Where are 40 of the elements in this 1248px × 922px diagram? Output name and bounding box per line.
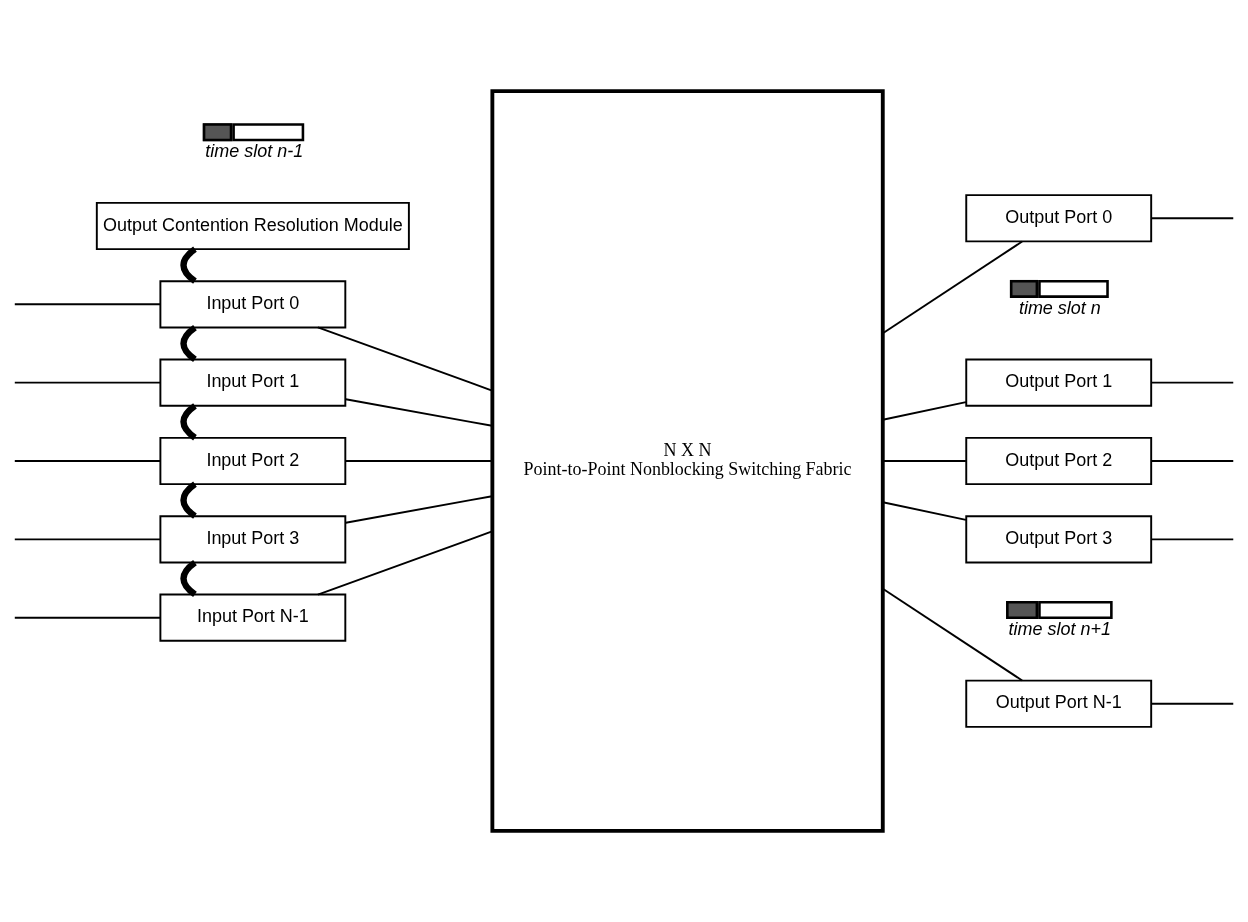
node-box: Output Port N-1: [965, 679, 1153, 728]
node-label: time slot n+1: [1008, 618, 1112, 639]
connector: [13, 381, 162, 384]
node-box: Input Port 1: [159, 358, 347, 407]
node-box: Input Port N-1: [159, 593, 347, 642]
connector: [13, 303, 162, 306]
connector: [1150, 460, 1235, 462]
node-box: Input Port 2: [159, 436, 347, 486]
connector: [1150, 702, 1235, 705]
connector: [881, 460, 967, 462]
node-box: Output Port 3: [965, 515, 1153, 564]
node-box: Output Port 0: [965, 194, 1153, 243]
node-box: Input Port 0: [159, 280, 347, 329]
connector: [881, 401, 967, 421]
connector: [13, 616, 162, 619]
node-box: Output Port 2: [965, 436, 1153, 486]
connector: [1150, 538, 1235, 541]
connector: [344, 495, 494, 524]
connector: [13, 460, 162, 462]
node-box: Input Port 3: [159, 515, 347, 564]
connector: [180, 403, 197, 441]
connector: [881, 587, 1024, 682]
connector: [881, 240, 1024, 335]
connector: [881, 501, 967, 521]
connector: [13, 538, 162, 541]
connector: [180, 246, 197, 284]
connector: [316, 326, 494, 392]
connector: [316, 530, 494, 596]
connector: [180, 560, 197, 597]
connector: [1150, 381, 1235, 384]
node-box: Output Port 1: [965, 358, 1153, 407]
connector: [1150, 217, 1235, 220]
node-label: time slot n: [1018, 297, 1101, 318]
node-label: time slot n-1: [205, 140, 304, 161]
connector: [180, 481, 197, 519]
node-box: N X N Point-to-Point Nonblocking Switching Fabric: [490, 89, 885, 833]
connector: [344, 398, 494, 427]
connector: [180, 325, 197, 362]
connector: [344, 460, 494, 462]
node-box: Output Contention Resolution Module: [95, 201, 410, 251]
